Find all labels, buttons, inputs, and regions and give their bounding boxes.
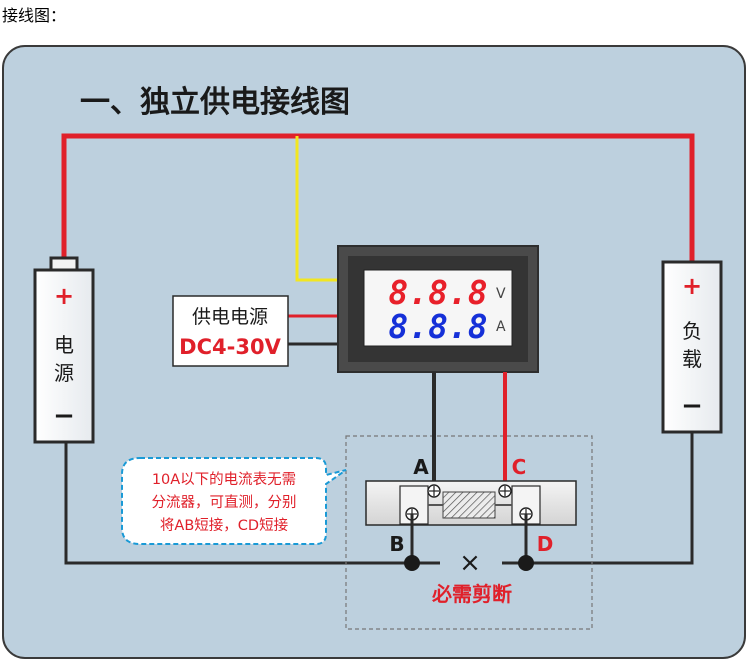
battery-minus-sign: − [53,401,75,431]
terminal-screw-a [427,484,441,498]
page-caption: 接线图： [2,6,67,25]
battery-power-source: + 电 源 − [33,256,95,444]
power-supply-box: 供电电源 DC4-30V [172,295,289,367]
cut-required-label: 必需剪断 [431,582,512,606]
current-unit: A [496,319,506,335]
cut-mark: × [459,548,481,578]
terminal-label-c: C [512,455,527,479]
load-label-1: 负 [682,319,702,343]
note-line-1: 10A以下的电流表无需 [152,471,296,488]
power-supply-voltage: DC4-30V [179,335,281,359]
current-display-digits: 8.8.8 [388,307,487,346]
load-plus-sign: + [682,272,702,300]
battery-label-2: 源 [54,361,74,385]
note-callout: 10A以下的电流表无需 分流器，可直测，分别 将AB短接，CD短接 [121,457,347,545]
yellow-wire [295,136,338,282]
battery-label-1: 电 [54,333,74,357]
diagram-title: 一、独立供电接线图 [80,85,350,120]
load-device: + 负 载 − [661,260,723,434]
terminal-label-b: B [389,532,404,556]
power-supply-label: 供电电源 [192,306,268,328]
terminal-screw-c [498,484,512,498]
battery-plus-sign: + [54,282,74,310]
junction-dot-b [404,555,420,571]
black-wire-bottom [64,432,694,565]
red-wire-top [61,133,695,262]
note-line-2: 分流器，可直测，分别 [152,494,297,511]
terminal-label-d: D [537,532,554,556]
shunt-dashed-region [345,435,593,630]
note-line-3: 将AB短接，CD短接 [160,517,288,534]
voltmeter-ammeter: 8.8.8 V 8.8.8 A [337,245,539,373]
voltage-display-digits: 8.8.8 [388,273,487,312]
load-minus-sign: − [681,391,703,421]
shunt-resistor [365,480,577,526]
terminal-label-a: A [413,455,429,479]
junction-dot-d [518,555,534,571]
voltage-unit: V [496,286,506,302]
load-label-2: 载 [682,347,702,371]
